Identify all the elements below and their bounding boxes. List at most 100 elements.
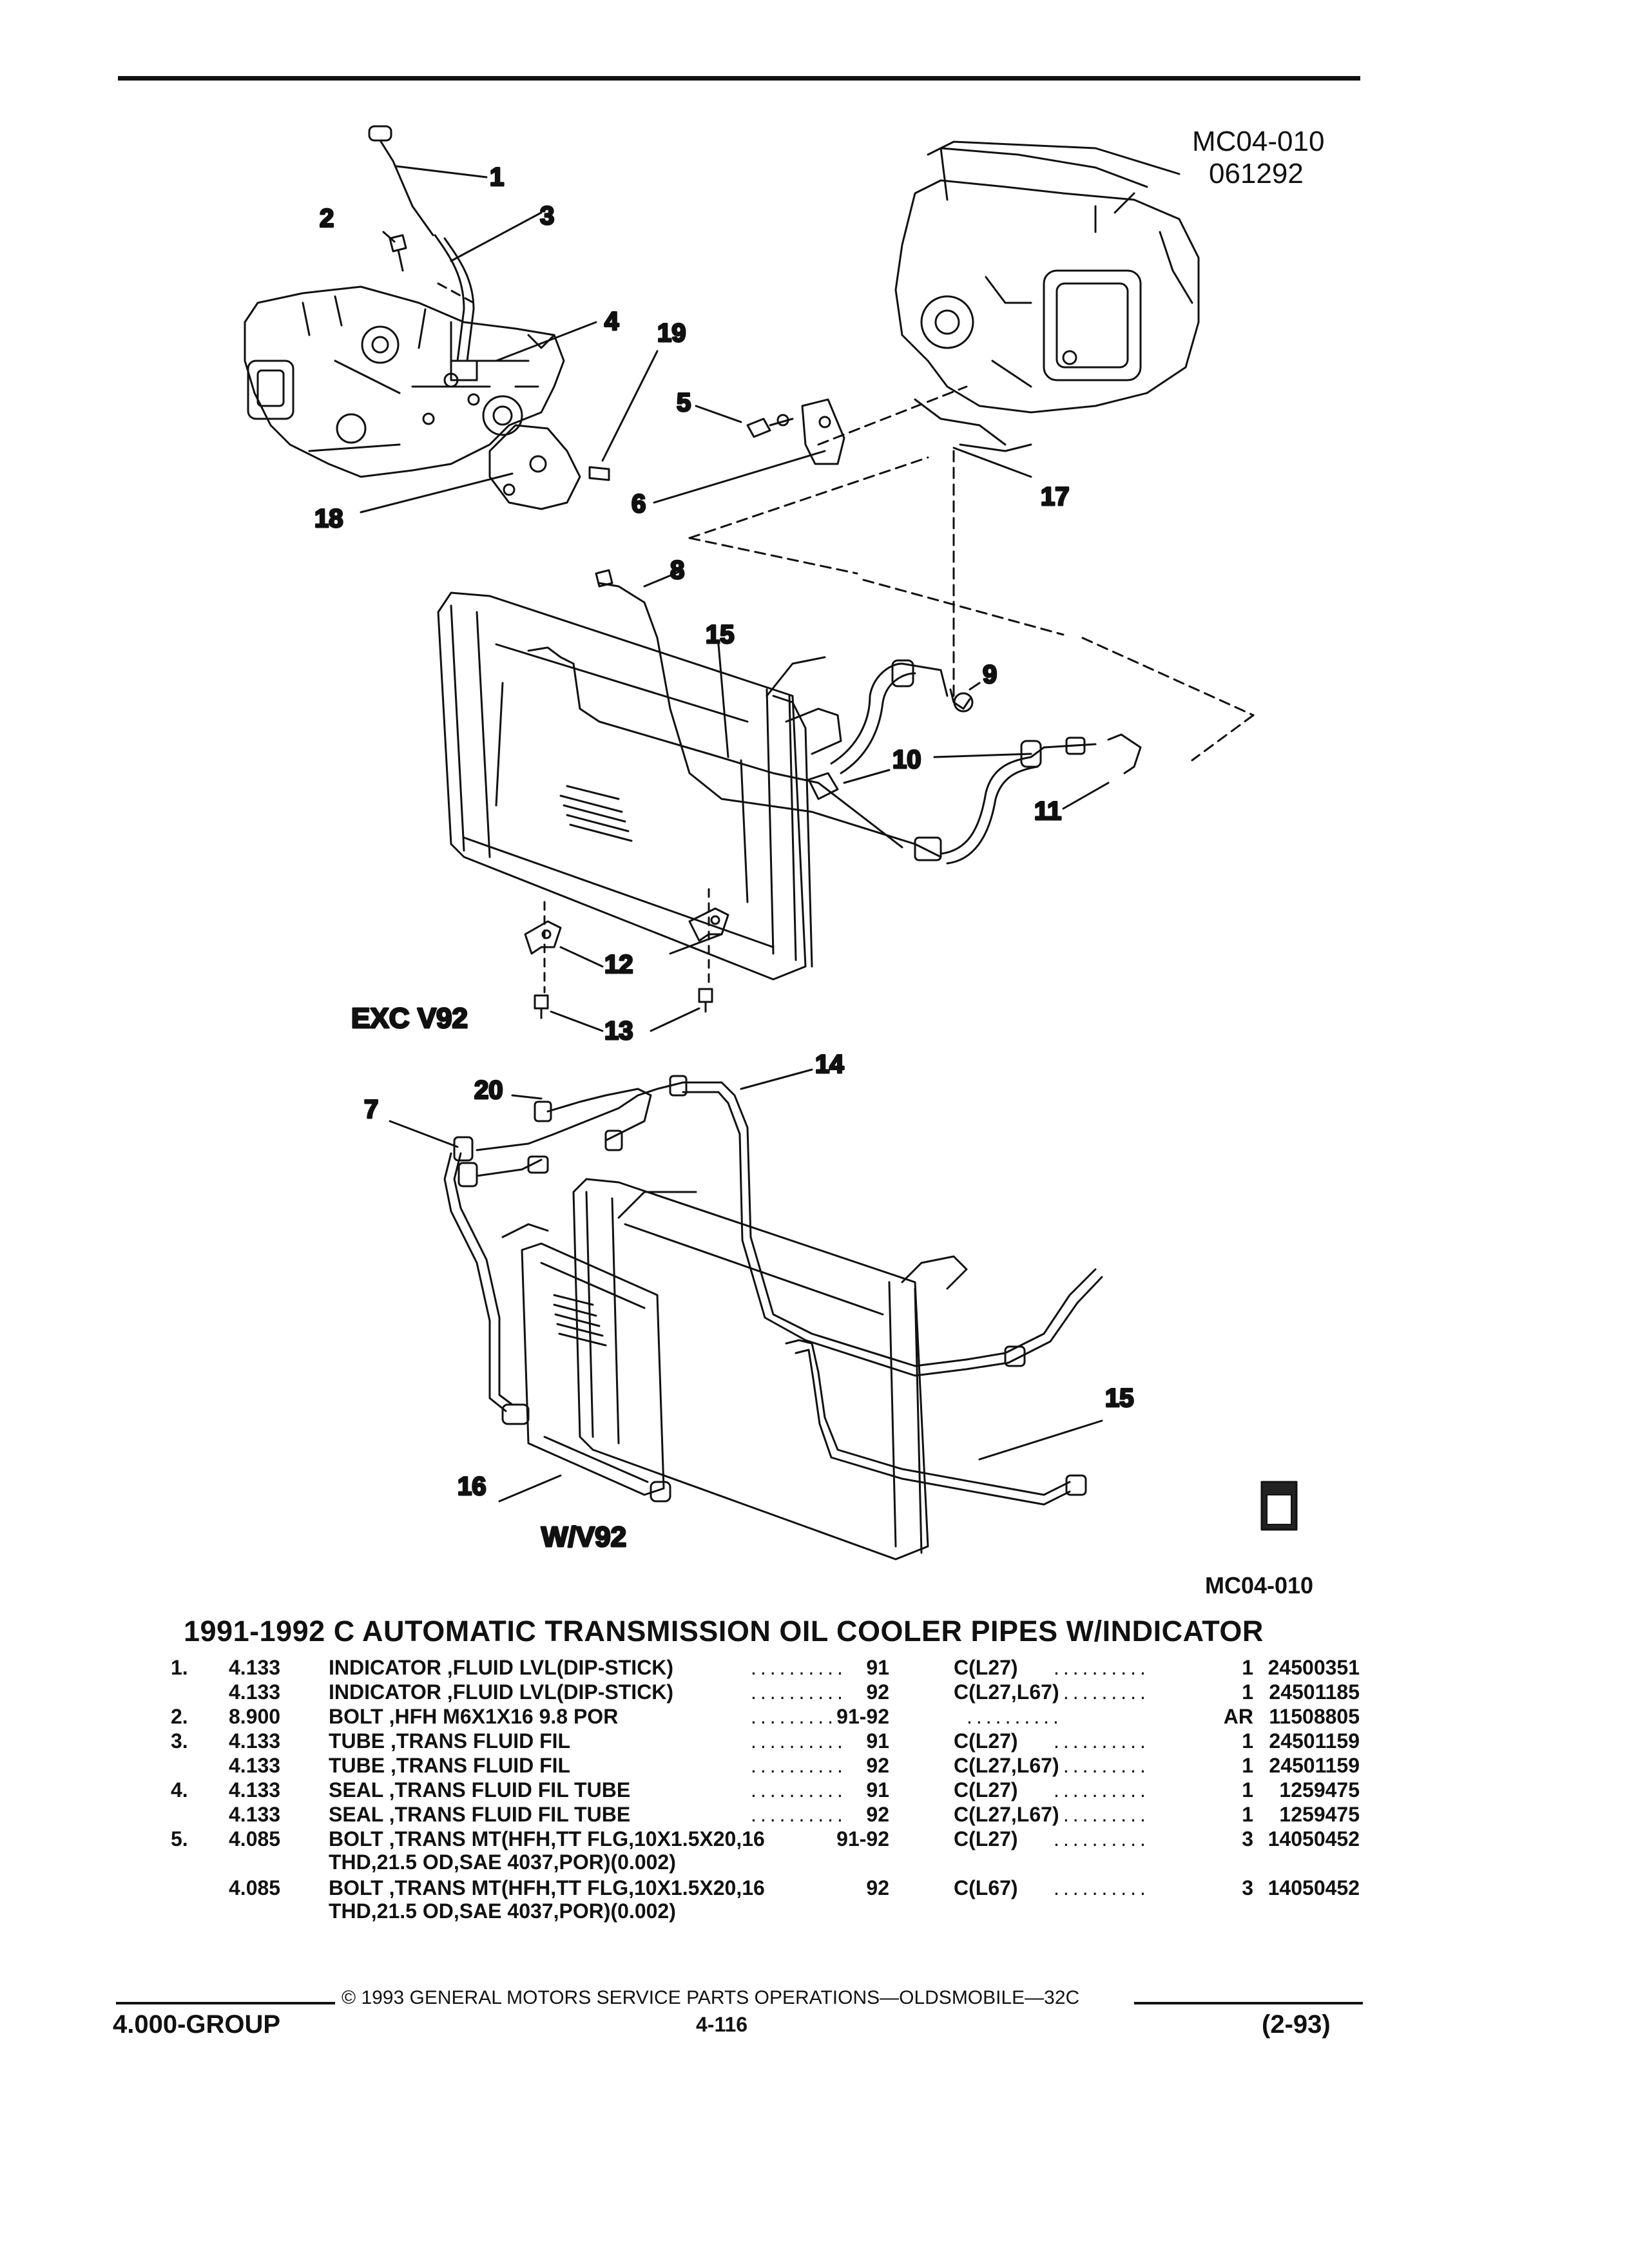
- footer-date: (2-93): [1262, 2010, 1331, 2039]
- callout-3: 3: [540, 202, 554, 230]
- part-description-line1: BOLT ,TRANS MT(HFH,TT FLG,10X1.5X20,16: [329, 1876, 765, 1899]
- dot-leader: ..........: [751, 1680, 847, 1704]
- part-description-line2: THD,21.5 OD,SAE 4037,POR)(0.002): [329, 1899, 676, 1923]
- model-year: 92: [866, 1754, 889, 1777]
- footer-copyright: © 1993 GENERAL MOTORS SERVICE PARTS OPER…: [342, 1987, 1080, 2008]
- usage-code: C(L27): [954, 1827, 1018, 1850]
- model-year: 92: [866, 1876, 889, 1899]
- item-number: 2.: [171, 1705, 188, 1728]
- cooler-pipes-upper: [527, 569, 1142, 865]
- illustration-code: MC04-010: [1192, 126, 1325, 157]
- dot-leader: ..........: [1054, 1803, 1150, 1826]
- part-description-line2: THD,21.5 OD,SAE 4037,POR)(0.002): [329, 1850, 676, 1874]
- quantity: 3: [1242, 1827, 1253, 1850]
- callout-7: 7: [364, 1095, 378, 1124]
- part-number: 1259475: [1279, 1803, 1360, 1826]
- footer-group: 4.000-GROUP: [113, 2010, 281, 2039]
- part-number: 24501159: [1269, 1729, 1360, 1753]
- callout-6: 6: [631, 490, 646, 518]
- item-number: 5.: [171, 1827, 188, 1850]
- usage-code: C(L27,L67): [954, 1680, 1059, 1704]
- part-description: INDICATOR ,FLUID LVL(DIP-STICK): [329, 1680, 674, 1704]
- item-number: 1.: [171, 1656, 188, 1679]
- group-number: 8.900: [229, 1705, 281, 1728]
- bolt-item5: [746, 414, 794, 438]
- callout-13: 13: [604, 1017, 633, 1045]
- fluid-fill-tube: [434, 234, 478, 381]
- usage-code: C(L27): [954, 1778, 1018, 1802]
- quantity: 1: [1242, 1778, 1253, 1802]
- usage-code: C(L27,L67): [954, 1803, 1059, 1826]
- gm-spo-logo-icon: [1260, 1481, 1298, 1531]
- usage-code: C(L27,L67): [954, 1754, 1059, 1777]
- callout-18: 18: [314, 505, 343, 533]
- callout-11: 11: [1034, 797, 1061, 825]
- dot-leader: ..........: [1054, 1729, 1150, 1753]
- model-year: 91-92: [836, 1705, 889, 1728]
- footer-rule-left: [116, 2002, 335, 2004]
- part-description: BOLT ,TRANS MT(HFH,TT FLG,10X1.5X20,16 T…: [329, 1876, 765, 1923]
- callout-15-lower: 15: [1105, 1384, 1134, 1412]
- parts-diagram: 1 2 3 4 5 6 7 8 9 10 11 12 13 14 15 15 1…: [244, 125, 1298, 1561]
- dot-leader: ..........: [1054, 1680, 1150, 1704]
- part-number: 14050452: [1268, 1827, 1360, 1850]
- callout-5: 5: [677, 389, 691, 417]
- page-title: 1991-1992 C AUTOMATIC TRANSMISSION OIL C…: [184, 1615, 1264, 1648]
- dot-leader: ..........: [1054, 1827, 1150, 1850]
- model-year: 91: [866, 1778, 889, 1802]
- model-year: 91: [866, 1729, 889, 1753]
- quantity: 1: [1242, 1754, 1253, 1777]
- dot-leader: ..........: [1054, 1656, 1150, 1679]
- usage-code: C(L27): [954, 1729, 1018, 1753]
- part-description: BOLT ,HFH M6X1X16 9.8 POR: [329, 1705, 619, 1728]
- dot-leader: ..........: [1054, 1876, 1150, 1899]
- callout-17: 17: [1041, 483, 1070, 511]
- bolt-item13: [534, 988, 713, 1019]
- illustration-code-block: MC04-010 061292: [1192, 126, 1324, 190]
- callout-19: 19: [657, 319, 686, 347]
- callout-14: 14: [815, 1050, 844, 1079]
- dot-leader: ..........: [751, 1705, 847, 1728]
- group-number: 4.085: [229, 1876, 281, 1899]
- transmission-right: [894, 140, 1200, 452]
- part-number: 24501185: [1269, 1680, 1360, 1704]
- quantity: AR: [1223, 1705, 1253, 1728]
- part-description: TUBE ,TRANS FLUID FIL: [329, 1729, 571, 1753]
- date-code: 061292: [1209, 158, 1304, 189]
- part-number: 11508805: [1269, 1705, 1360, 1728]
- group-number: 4.133: [229, 1680, 281, 1704]
- footer-page-number: 4-116: [696, 2013, 748, 2036]
- caption-w-v92: W/V92: [541, 1521, 626, 1553]
- model-year: 91-92: [836, 1827, 889, 1850]
- dipstick-indicator: [368, 125, 434, 236]
- dot-leader: ..........: [1054, 1754, 1150, 1777]
- part-number: 14050452: [1268, 1876, 1360, 1899]
- callout-8: 8: [670, 556, 684, 584]
- part-number: 1259475: [1279, 1778, 1360, 1802]
- aux-oil-cooler: [501, 1223, 671, 1503]
- model-year: 92: [866, 1803, 889, 1826]
- callout-16: 16: [458, 1472, 487, 1501]
- part-description: TUBE ,TRANS FLUID FIL: [329, 1754, 571, 1777]
- item-number: 3.: [171, 1729, 188, 1753]
- caption-exc-v92: EXC V92: [351, 1003, 468, 1034]
- radiator-lower: [572, 1178, 968, 1561]
- quantity: 1: [1242, 1680, 1253, 1704]
- dot-leader: ..........: [751, 1754, 847, 1777]
- dot-leader: ..........: [751, 1803, 847, 1826]
- group-number: 4.133: [229, 1729, 281, 1753]
- illustration-code-bottom: MC04-010: [1205, 1572, 1314, 1599]
- radiator-upper: [437, 591, 842, 981]
- transmission-left: [244, 285, 565, 478]
- dot-leader: ..........: [751, 1656, 847, 1679]
- quantity: 1: [1242, 1729, 1253, 1753]
- item-number: 4.: [171, 1778, 188, 1802]
- cooler-pipes-lower: [443, 1075, 1103, 1506]
- part-number: 24501159: [1269, 1754, 1360, 1777]
- quantity: 3: [1242, 1876, 1253, 1899]
- part-description-line1: BOLT ,TRANS MT(HFH,TT FLG,10X1.5X20,16: [329, 1827, 765, 1850]
- dot-leader: ..........: [751, 1778, 847, 1802]
- quantity: 1: [1242, 1656, 1253, 1679]
- callout-10: 10: [892, 745, 921, 774]
- group-number: 4.133: [229, 1803, 281, 1826]
